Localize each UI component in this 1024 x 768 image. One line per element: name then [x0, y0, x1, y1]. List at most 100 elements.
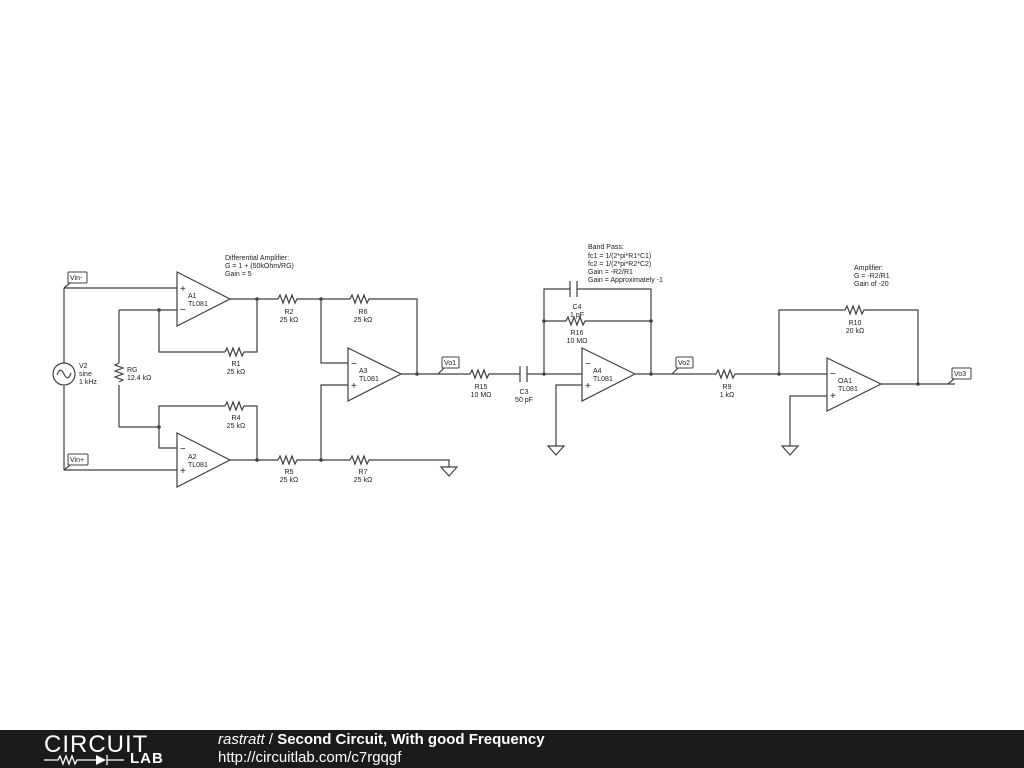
logo-text-lab: LAB — [130, 750, 164, 767]
svg-text:25 kΩ: 25 kΩ — [280, 477, 298, 484]
resistor-r4: R4 25 kΩ — [224, 400, 247, 430]
svg-text:R10: R10 — [849, 320, 862, 327]
svg-text:TL081: TL081 — [359, 376, 379, 383]
svg-text:C4: C4 — [573, 304, 582, 311]
net-label-vin-plus: Vin+ — [63, 453, 89, 471]
svg-text:Band Pass:: Band Pass: — [588, 244, 624, 251]
ground-symbol — [546, 445, 566, 456]
svg-text:12.4 kΩ: 12.4 kΩ — [127, 375, 151, 382]
svg-text:Gain = -R2/R1: Gain = -R2/R1 — [588, 269, 633, 276]
svg-text:V2: V2 — [79, 363, 88, 370]
svg-text:25 kΩ: 25 kΩ — [354, 317, 372, 324]
wires — [63, 287, 955, 471]
svg-text:−: − — [180, 444, 186, 455]
svg-text:Vo1: Vo1 — [444, 360, 456, 367]
svg-text:Vin-: Vin- — [70, 275, 83, 282]
resistor-r6: R6 25 kΩ — [349, 293, 372, 324]
note-differential-amplifier: Differential Amplifier: G = 1 + (50kOhm/… — [225, 255, 294, 278]
svg-text:+: + — [585, 381, 591, 392]
capacitor-c4: C4 1 pF — [569, 281, 584, 319]
diode-logo-icon — [44, 754, 124, 766]
svg-text:R2: R2 — [285, 309, 294, 316]
circuitlab-logo[interactable]: CIRCUIT LAB — [44, 730, 176, 768]
net-label-vo2: Vo2 — [671, 356, 694, 375]
svg-text:R4: R4 — [232, 415, 241, 422]
opamp-a3: − + A3 TL081 — [347, 347, 403, 402]
svg-text:+: + — [351, 381, 357, 392]
svg-text:50 pF: 50 pF — [515, 397, 533, 404]
svg-text:25 kΩ: 25 kΩ — [280, 317, 298, 324]
schematic-canvas: Vin- Vin+ Vo1 Vo2 Vo3 V2 sine 1 kHz RG 1… — [52, 244, 972, 488]
svg-text:Gain = Approximately -1: Gain = Approximately -1 — [588, 277, 663, 284]
ground-symbol — [439, 466, 459, 477]
svg-text:+: + — [180, 466, 186, 477]
author-link[interactable]: rastratt — [218, 731, 265, 748]
svg-text:R9: R9 — [723, 384, 732, 391]
capacitor-c3: C3 50 pF — [515, 366, 533, 404]
svg-text:G = 1 + (50kOhm/RG): G = 1 + (50kOhm/RG) — [225, 263, 294, 270]
svg-text:fc1 = 1/(2*pi*R1*C1): fc1 = 1/(2*pi*R1*C1) — [588, 253, 651, 260]
svg-text:−: − — [351, 359, 357, 370]
title-separator: / — [264, 731, 278, 748]
svg-text:A1: A1 — [188, 293, 197, 300]
svg-text:Gain of -20: Gain of -20 — [854, 281, 889, 288]
svg-text:Gain = 5: Gain = 5 — [225, 271, 252, 278]
svg-text:1 kHz: 1 kHz — [79, 379, 97, 386]
resistor-r7: R7 25 kΩ — [349, 454, 372, 484]
svg-text:Vo2: Vo2 — [678, 360, 690, 367]
svg-text:A3: A3 — [359, 368, 368, 375]
svg-text:25 kΩ: 25 kΩ — [227, 369, 245, 376]
svg-text:1 kΩ: 1 kΩ — [720, 392, 735, 399]
ground-symbol — [780, 445, 800, 456]
svg-text:−: − — [180, 305, 186, 316]
opamp-a4: − + A4 TL081 — [581, 347, 637, 402]
svg-text:25 kΩ: 25 kΩ — [354, 477, 372, 484]
resistor-r2: R2 25 kΩ — [277, 293, 300, 324]
svg-text:OA1: OA1 — [838, 378, 852, 385]
svg-text:RG: RG — [127, 367, 138, 374]
svg-text:R16: R16 — [571, 330, 584, 337]
resistor-r15: R15 10 MΩ — [469, 368, 492, 399]
svg-text:Differential Amplifier:: Differential Amplifier: — [225, 255, 289, 262]
svg-text:Vin+: Vin+ — [70, 457, 84, 464]
svg-text:C3: C3 — [520, 389, 529, 396]
svg-text:+: + — [830, 391, 836, 402]
note-amplifier: Amplifier: G = -R2/R1 Gain of -20 — [854, 265, 890, 288]
resistor-r5: R5 25 kΩ — [277, 454, 300, 484]
svg-text:fc2 = 1/(2*pi*R2*C2): fc2 = 1/(2*pi*R2*C2) — [588, 261, 651, 268]
svg-text:Vo3: Vo3 — [954, 371, 966, 378]
svg-text:sine: sine — [79, 371, 92, 378]
circuit-url-link[interactable]: http://circuitlab.com/c7rgqgf — [218, 749, 402, 766]
svg-text:+: + — [180, 284, 186, 295]
resistor-r10: R10 20 kΩ — [844, 304, 867, 335]
svg-text:20 kΩ: 20 kΩ — [846, 328, 864, 335]
svg-text:TL081: TL081 — [188, 462, 208, 469]
svg-text:25 kΩ: 25 kΩ — [227, 423, 245, 430]
svg-text:1 pF: 1 pF — [570, 312, 584, 319]
net-label-vo1: Vo1 — [437, 356, 460, 375]
svg-text:−: − — [830, 369, 836, 380]
circuit-title: rastratt / Second Circuit, With good Fre… — [218, 731, 545, 748]
svg-text:R1: R1 — [232, 361, 241, 368]
svg-text:R7: R7 — [359, 469, 368, 476]
svg-text:−: − — [585, 359, 591, 370]
sine-source-v2: V2 sine 1 kHz — [52, 362, 97, 386]
circuit-title-link[interactable]: Second Circuit, With good Frequency — [277, 731, 545, 748]
note-band-pass: Band Pass: fc1 = 1/(2*pi*R1*C1) fc2 = 1/… — [588, 244, 663, 284]
svg-text:R6: R6 — [359, 309, 368, 316]
svg-text:TL081: TL081 — [188, 301, 208, 308]
svg-text:G = -R2/R1: G = -R2/R1 — [854, 273, 890, 280]
resistor-r16: R16 10 MΩ — [565, 315, 588, 345]
svg-text:Amplifier:: Amplifier: — [854, 265, 883, 272]
opamp-a2: − + A2 TL081 — [176, 432, 232, 488]
net-label-vo3: Vo3 — [947, 367, 972, 385]
junctions — [157, 297, 920, 462]
resistor-r1: R1 25 kΩ — [224, 346, 247, 376]
net-label-vin-minus: Vin- — [63, 271, 88, 289]
svg-text:A2: A2 — [188, 454, 197, 461]
resistor-r9: R9 1 kΩ — [715, 368, 738, 399]
svg-text:TL081: TL081 — [838, 386, 858, 393]
footer-bar: CIRCUIT LAB rastratt / Second Circuit, W… — [0, 730, 1024, 768]
opamp-oa1: − + OA1 TL081 — [826, 357, 883, 412]
svg-text:10 MΩ: 10 MΩ — [471, 392, 492, 399]
